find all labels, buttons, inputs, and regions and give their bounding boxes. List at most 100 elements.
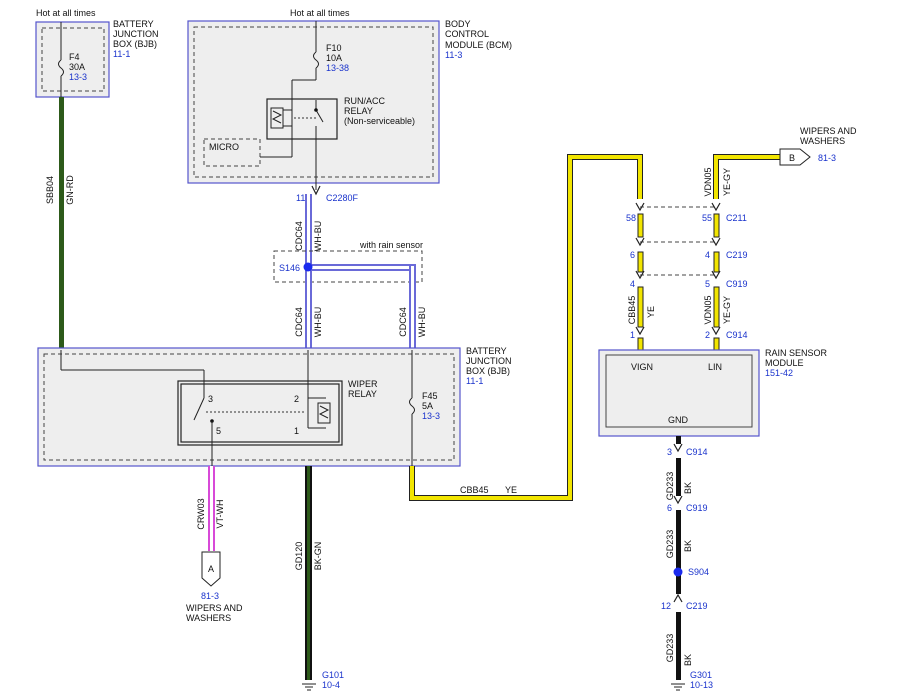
bjb-top-name-2: JUNCTION (113, 29, 159, 39)
wire-cbb45-yellow (410, 155, 642, 500)
rain-sensor-pin-gnd: GND (668, 415, 689, 425)
bcm-inner (193, 26, 434, 178)
run-acc-relay-name-2: RELAY (344, 106, 373, 116)
splice-s146-label: S146 (279, 263, 300, 273)
with-rain-sensor-label: with rain sensor (359, 240, 423, 250)
connector-a-icon (201, 551, 221, 587)
circuit-gd120: GD120 (294, 542, 304, 571)
gc-c919-chevron (673, 495, 683, 505)
gc-wire-bk-2: BK (683, 540, 693, 552)
gc-c219-pin: 12 (661, 601, 671, 611)
gc-c914-connector: C914 (686, 447, 708, 457)
wipers-label-left-1: WIPERS AND (186, 603, 243, 613)
wire-sbb04-green (59, 97, 64, 350)
ground-g301-ref: 10-13 (690, 680, 713, 690)
wiper-relay-switch-arm (193, 397, 205, 421)
wire-ye-vert: YE (646, 306, 656, 318)
fuse-f10-name: F10 (326, 43, 342, 53)
circuit-cbb45-vert: CBB45 (627, 296, 637, 325)
wiper-relay-name-1: WIPER (348, 379, 378, 389)
c914-right-chevron (711, 326, 721, 336)
relay-coil-icon (270, 107, 284, 129)
bcm-name-3: MODULE (BCM) (445, 40, 512, 50)
rain-sensor-pin-lin: LIN (708, 362, 722, 372)
c914-connector: C914 (726, 330, 748, 340)
ground-g101-ref: 10-4 (322, 680, 340, 690)
run-acc-relay-name-1: RUN/ACC (344, 96, 386, 106)
wiper-relay-inner (180, 383, 340, 443)
wiper-relay-outer (177, 380, 343, 446)
bjb-top-inner (41, 27, 105, 92)
rain-sensor-inner (605, 354, 753, 428)
right-column-segments (713, 213, 720, 351)
splice-s146-dot (303, 262, 313, 272)
circuit-vdn05-bottom: VDN05 (703, 295, 713, 324)
wire-vdn05-yellow (714, 155, 780, 199)
rain-sensor-name-1: RAIN SENSOR (765, 348, 828, 358)
c2280f-pin: 11 (296, 193, 305, 203)
bjb-main-name-3: BOX (BJB) (466, 366, 510, 376)
c2280f-connector: C2280F (326, 193, 359, 203)
circuit-vdn05-top: VDN05 (703, 167, 713, 196)
circuit-cdc64-right: CDC64 (398, 307, 408, 337)
bjb-top-name-3: BOX (BJB) (113, 39, 157, 49)
relay-contact-dot (314, 108, 318, 112)
fuse-f45-ref: 13-3 (422, 411, 440, 421)
wipers-label-right-1: WIPERS AND (800, 126, 857, 136)
fuse-f10-ref: 13-38 (326, 63, 349, 73)
gc-c914-pin: 3 (667, 447, 672, 457)
bjb-top-name-1: BATTERY (113, 19, 154, 29)
bcm-ref: 11-3 (445, 50, 462, 60)
c219-right-pin: 4 (705, 250, 710, 260)
rain-sensor-splice-box (273, 250, 423, 283)
fuse-f10-rating: 10A (326, 53, 342, 63)
c919-connector: C919 (726, 279, 748, 289)
wipers-label-left-2: WASHERS (186, 613, 231, 623)
circuit-cdc64-upper: CDC64 (294, 221, 304, 251)
gc-c914-chevron (673, 443, 683, 453)
hot-label-left: Hot at all times (36, 8, 96, 18)
left-column-segments (637, 213, 644, 351)
relay-switch-arm (315, 109, 324, 123)
connector-a-letter: A (208, 564, 214, 574)
bcm-module (187, 20, 440, 184)
bjb-main-inner (43, 353, 455, 461)
circuit-crw03: CRW03 (196, 498, 206, 529)
wire-ye-gy-bottom: YE-GY (722, 296, 732, 324)
bcm-name-2: CONTROL (445, 29, 489, 39)
fuse-f4-ref: 13-3 (69, 72, 87, 82)
c914-right-pin: 2 (705, 330, 710, 340)
gc-circuit-gd233-1: GD233 (665, 472, 675, 501)
gc-wire-bk-1: BK (683, 482, 693, 494)
micro-box (203, 138, 261, 167)
c219-connector: C219 (726, 250, 748, 260)
wiper-relay-coil-icon (317, 402, 331, 424)
wire-color-gn-rd: GN-RD (65, 175, 75, 205)
gc-c219-chevron (673, 593, 683, 603)
bjb-main-name-2: JUNCTION (466, 356, 512, 366)
c919-left-chevron (635, 270, 645, 280)
wire-ye-horz: YE (505, 485, 517, 495)
run-acc-relay-box (266, 98, 338, 140)
splice-s904-label: S904 (688, 567, 709, 577)
c211-left-chevron (635, 202, 645, 212)
fuse-f4-rating: 30A (69, 62, 85, 72)
c919-right-pin: 5 (705, 279, 710, 289)
fuse-f4-name: F4 (69, 52, 80, 62)
bjb-main-name-1: BATTERY (466, 346, 507, 356)
wire-vt-wh: VT-WH (215, 500, 225, 529)
c211-right-pin: 55 (702, 213, 712, 223)
fuse-f45-rating: 5A (422, 401, 433, 411)
wire-wh-bu-upper: WH-BU (313, 221, 323, 252)
rain-sensor-pin-vign: VIGN (631, 362, 653, 372)
wiper-relay-name-2: RELAY (348, 389, 377, 399)
c2280f-connector-icon (311, 185, 321, 196)
c919-right-chevron (711, 270, 721, 280)
gc-circuit-gd233-3: GD233 (665, 634, 675, 663)
wipers-label-right-2: WASHERS (800, 136, 845, 146)
fuse-f4-icon (58, 59, 64, 77)
rain-sensor-module (598, 349, 760, 437)
wiper-relay-pin-2: 2 (294, 394, 299, 404)
gc-wire-bk-3: BK (683, 654, 693, 666)
